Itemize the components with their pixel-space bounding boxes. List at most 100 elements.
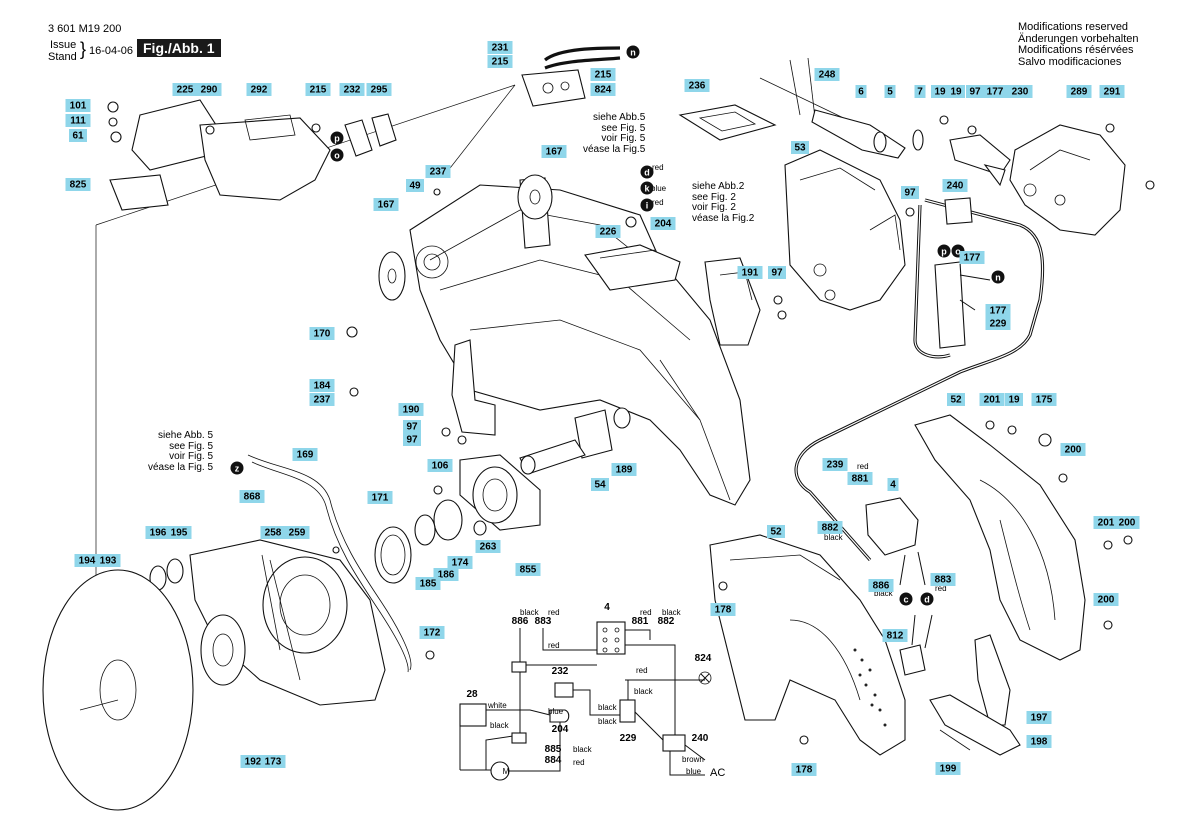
bracket-226 (584, 244, 681, 291)
part-number-label: 191 (737, 266, 763, 279)
part-number-label: 184 (309, 379, 335, 392)
part-number-text: 230 (1012, 87, 1029, 98)
part-number-label: 231 (487, 41, 513, 54)
part-number-text: 177 (990, 306, 1007, 317)
note-line: véase la Fig.2 (692, 212, 755, 224)
part-number-text: 292 (251, 85, 268, 96)
part-number-label: 204 (650, 217, 676, 230)
part-number-label: 295 (366, 83, 392, 96)
part-number-label: 189 (611, 463, 637, 476)
part-number-label: 49 (406, 179, 424, 192)
handle-52-right (914, 414, 1086, 661)
wire-color: red (548, 641, 560, 650)
part-number-text: 190 (403, 405, 420, 416)
part-number-label: 19 (1005, 393, 1023, 406)
modifications-notice: Modifications reserved Änderungen vorbeh… (1018, 21, 1138, 68)
modifications-line: Modifications résérvées (1018, 44, 1134, 56)
part-number-label: 263 (475, 540, 501, 553)
wire-color: brown (682, 755, 704, 764)
bracket-191 (704, 257, 761, 346)
issue-date: 16-04-06 (89, 45, 134, 57)
part-number-label: 236 (684, 79, 710, 92)
document-number: 3 601 M19 200 (48, 23, 122, 35)
part-number-label: 825 (65, 178, 91, 191)
handle-52-left (709, 534, 906, 756)
part-number-label: 237 (425, 165, 451, 178)
part-number-label: 232 (339, 83, 365, 96)
connector-letter-marker: d (920, 592, 934, 606)
svg-text:o: o (955, 247, 961, 257)
ac-label: AC (710, 767, 725, 779)
note-line: véase la Fig. 5 (148, 461, 214, 473)
part-number-label: 194 (74, 554, 100, 567)
part-number-label: 97 (768, 266, 786, 279)
connector-letter-marker: o (330, 148, 344, 162)
part-number-label: 97 (966, 85, 984, 98)
part-number-text: 200 (1098, 595, 1115, 606)
part-number-label: 292 (246, 83, 272, 96)
part-number-label: 239 (822, 458, 848, 471)
part-number-label: 190 (398, 403, 424, 416)
part-number-label: 174 (447, 556, 473, 569)
note-see-fig5-top: siehe Abb.5 see Fig. 5 voir Fig. 5 véase… (583, 112, 645, 155)
part-number-label: 175 (1031, 393, 1057, 406)
part-number-text: 231 (492, 43, 509, 54)
part-number-text: 215 (310, 85, 327, 96)
part-number-label: 177 (959, 251, 985, 264)
part-number-label: 882 (817, 521, 843, 534)
wire-color: black (634, 687, 654, 696)
part-number-text: 824 (595, 85, 612, 96)
part-number-label: 193 (95, 554, 121, 567)
part-number-text: 229 (990, 319, 1007, 330)
part-number-label: 4 (887, 478, 899, 491)
schematic-number: 240 (692, 733, 709, 744)
schematic-number: 204 (552, 724, 569, 735)
part-number-label: 54 (591, 478, 609, 491)
part-number-label: 195 (166, 526, 192, 539)
part-number-label: 173 (260, 755, 286, 768)
part-number-label: 824 (590, 83, 616, 96)
part-number-label: 258 (260, 526, 286, 539)
part-number-text: 61 (72, 131, 84, 142)
part-number-label: 6 (855, 85, 867, 98)
part-number-label: 855 (515, 563, 541, 576)
part-number-label: 289 (1066, 85, 1092, 98)
part-number-text: 97 (771, 268, 783, 279)
part-number-text: 881 (852, 474, 869, 485)
part-number-text: 258 (265, 528, 282, 539)
part-number-text: 171 (372, 493, 389, 504)
wire-color: black (598, 717, 618, 726)
part-number-text: 5 (887, 87, 893, 98)
part-number-text: 225 (177, 85, 194, 96)
part-number-label: 240 (942, 179, 968, 192)
part-number-label: 97 (901, 186, 919, 199)
part-number-label: 200 (1114, 516, 1140, 529)
saw-blade (42, 569, 246, 811)
part-number-text: 200 (1119, 518, 1136, 529)
part-number-label: 170 (309, 327, 335, 340)
part-number-label: 97 (403, 433, 421, 446)
part-number-label: 197 (1026, 711, 1052, 724)
motor-cap-289 (1009, 124, 1126, 236)
part-number-label: 178 (710, 603, 736, 616)
part-number-text: 173 (265, 757, 282, 768)
part-number-label: 881 (847, 472, 873, 485)
note-line: see Fig. 2 (692, 191, 736, 203)
part-number-text: 248 (819, 70, 836, 81)
part-number-text: 111 (70, 116, 86, 127)
part-number-text: 19 (950, 87, 962, 98)
part-number-text: 237 (430, 167, 447, 178)
part-number-text: 177 (987, 87, 1004, 98)
part-number-text: 177 (964, 253, 981, 264)
wire-color: black (662, 608, 682, 617)
part-number-text: 199 (940, 764, 957, 775)
part-number-label: 171 (367, 491, 393, 504)
gasket-236 (678, 104, 777, 141)
wire-color: red (652, 198, 664, 207)
part-number-label: 200 (1093, 593, 1119, 606)
spindle-assembly (519, 407, 631, 475)
upper-cover-assembly (107, 99, 397, 211)
part-number-text: 52 (770, 527, 782, 538)
wire-color: blue (651, 184, 667, 193)
stand-label: Stand (48, 51, 77, 63)
